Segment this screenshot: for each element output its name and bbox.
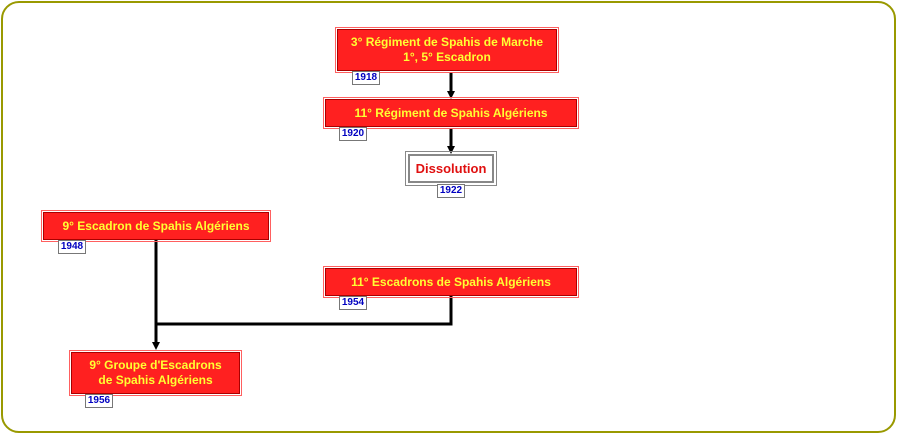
year-badge-1954: 1954 xyxy=(339,296,367,310)
year-badge-1948: 1948 xyxy=(58,240,86,254)
year-badge-1920: 1920 xyxy=(339,127,367,141)
year-badge-1922: 1922 xyxy=(437,184,465,198)
node-label-line: 11° Escadrons de Spahis Algériens xyxy=(351,274,551,289)
connector-1954-1956 xyxy=(156,296,453,326)
node-9e-groupe-escadrons: 9° Groupe d'Escadrons de Spahis Algérien… xyxy=(69,350,242,396)
node-label-line: de Spahis Algériens xyxy=(98,373,213,387)
node-11e-regiment-spahis-algeriens: 11° Régiment de Spahis Algériens xyxy=(323,97,579,129)
year-badge-1918: 1918 xyxy=(352,71,380,85)
node-label-line: 9° Groupe d'Escadrons xyxy=(89,358,222,372)
node-label-line: Dissolution xyxy=(415,161,487,176)
node-9e-escadron-spahis-algeriens: 9° Escadron de Spahis Algériens xyxy=(41,210,271,242)
node-label-line: 11° Régiment de Spahis Algériens xyxy=(354,105,548,120)
year-badge-1956: 1956 xyxy=(85,394,113,408)
node-dissolution: Dissolution xyxy=(405,151,497,186)
node-label-line: 1°, 5° Escadron xyxy=(403,50,491,64)
node-label-line: 3° Régiment de Spahis de Marche xyxy=(350,35,544,49)
node-3e-regiment-spahis-marche: 3° Régiment de Spahis de Marche 1°, 5° E… xyxy=(335,27,559,73)
node-label-line: 9° Escadron de Spahis Algériens xyxy=(62,218,250,233)
node-11e-escadrons-spahis-algeriens: 11° Escadrons de Spahis Algériens xyxy=(323,266,579,298)
